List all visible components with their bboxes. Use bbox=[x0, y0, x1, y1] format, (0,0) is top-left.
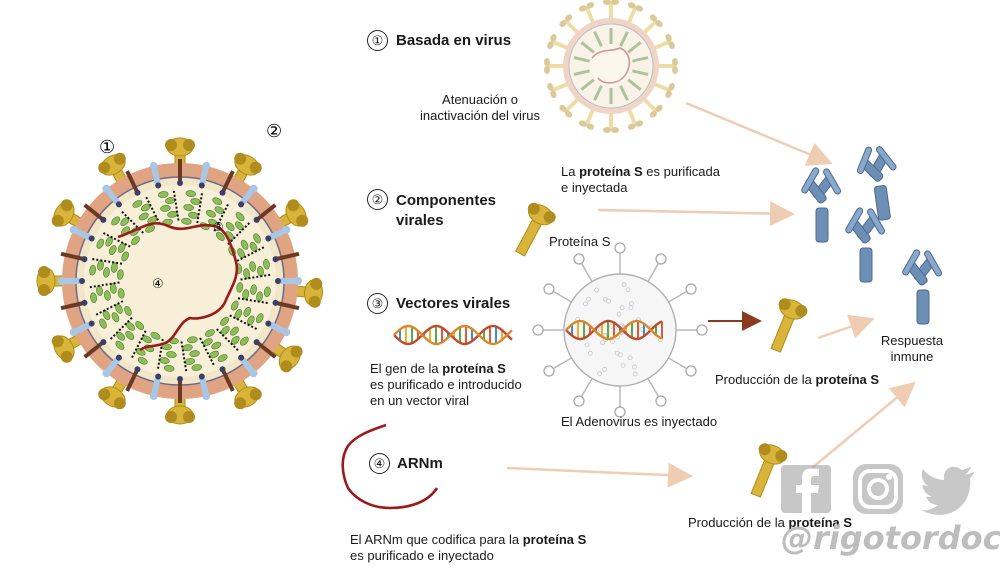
step-3-desc-line3: en un vector viral bbox=[370, 393, 469, 408]
step-3-title: Vectores virales bbox=[396, 295, 510, 312]
step-2-marker: ② bbox=[367, 189, 388, 210]
watermark-handle: @rigotordoc bbox=[781, 519, 1000, 557]
arrow-virus-to-response bbox=[686, 103, 828, 162]
step-2-desc-prefix: La bbox=[561, 164, 579, 179]
step-4-desc-bold: proteína S bbox=[523, 532, 587, 547]
step-2-description: La proteína S es purificada e inyectada bbox=[561, 164, 720, 196]
step-1-title: Basada en virus bbox=[396, 32, 511, 49]
adenovirus-label: El Adenovirus es inyectado bbox=[561, 414, 717, 430]
facebook-icon bbox=[781, 465, 831, 513]
step-1-note: Atenuación o inactivación del virus bbox=[412, 92, 548, 124]
virus-marker-4: ④ bbox=[152, 277, 164, 292]
response-line1: Respuesta bbox=[881, 333, 943, 348]
step-4-production-prefix: Producción de la bbox=[688, 515, 788, 530]
step-4-marker: ④ bbox=[369, 453, 390, 474]
step-3-production-bold: proteína S bbox=[815, 372, 879, 387]
step-2-title-line2: virales bbox=[396, 212, 444, 229]
step-3-production-prefix: Producción de la bbox=[715, 372, 815, 387]
step-4-desc-prefix: El ARNm que codifica para la bbox=[350, 532, 523, 547]
step-2-desc-suffix: es purificada bbox=[643, 164, 720, 179]
step-2-title-line1: Componentes bbox=[396, 192, 496, 209]
arrow-production-to-response bbox=[818, 320, 870, 338]
antibody-icon-1 bbox=[801, 167, 842, 242]
step-3-desc-line2: es purificado e introducido bbox=[370, 377, 522, 392]
step-1-marker: ① bbox=[367, 30, 388, 51]
step-2-desc-bold: proteína S bbox=[579, 164, 643, 179]
step-1-note-line2: inactivación del virus bbox=[420, 108, 540, 123]
arrow-mrna-to-production bbox=[507, 468, 688, 476]
step-4-desc-line2: es purificado e inyectado bbox=[350, 548, 494, 563]
step-1-note-line1: Atenuación o bbox=[442, 92, 518, 107]
spike-protein-produced-icon bbox=[762, 295, 810, 355]
twitter-icon bbox=[921, 467, 974, 515]
virus-marker-2: ② bbox=[266, 121, 282, 142]
step-3-description: El gen de la proteína S es purificado e … bbox=[370, 361, 522, 409]
step-3-desc-prefix: El gen de la bbox=[370, 361, 442, 376]
antibody-icon-4 bbox=[902, 249, 943, 324]
step-2-desc-line2: e inyectada bbox=[561, 180, 628, 195]
arrow-mrna-production-to-response bbox=[812, 385, 912, 468]
virus-marker-3: ③ bbox=[213, 220, 224, 234]
instagram-icon bbox=[853, 464, 903, 514]
coronavirus-illustration bbox=[37, 138, 324, 424]
step-3-production-label: Producción de la proteína S bbox=[715, 372, 879, 388]
immune-response-label: Respuesta inmune bbox=[876, 333, 948, 365]
step-3-desc-bold: proteína S bbox=[442, 361, 506, 376]
step-4-title: ARNm bbox=[397, 455, 443, 472]
virus-marker-1: ① bbox=[99, 137, 115, 158]
dna-helix-icon bbox=[394, 326, 512, 344]
step-3-marker: ③ bbox=[367, 293, 388, 314]
step-4-description: El ARNm que codifica para la proteína S … bbox=[350, 532, 586, 564]
spike-protein-icon bbox=[507, 200, 558, 261]
step-2-title: Componentes virales bbox=[396, 191, 496, 231]
response-line2: inmune bbox=[891, 349, 934, 364]
attenuated-virus-illustration bbox=[544, 0, 678, 133]
arrow-components-to-response bbox=[598, 210, 790, 214]
protein-s-label: Proteína S bbox=[549, 234, 610, 250]
